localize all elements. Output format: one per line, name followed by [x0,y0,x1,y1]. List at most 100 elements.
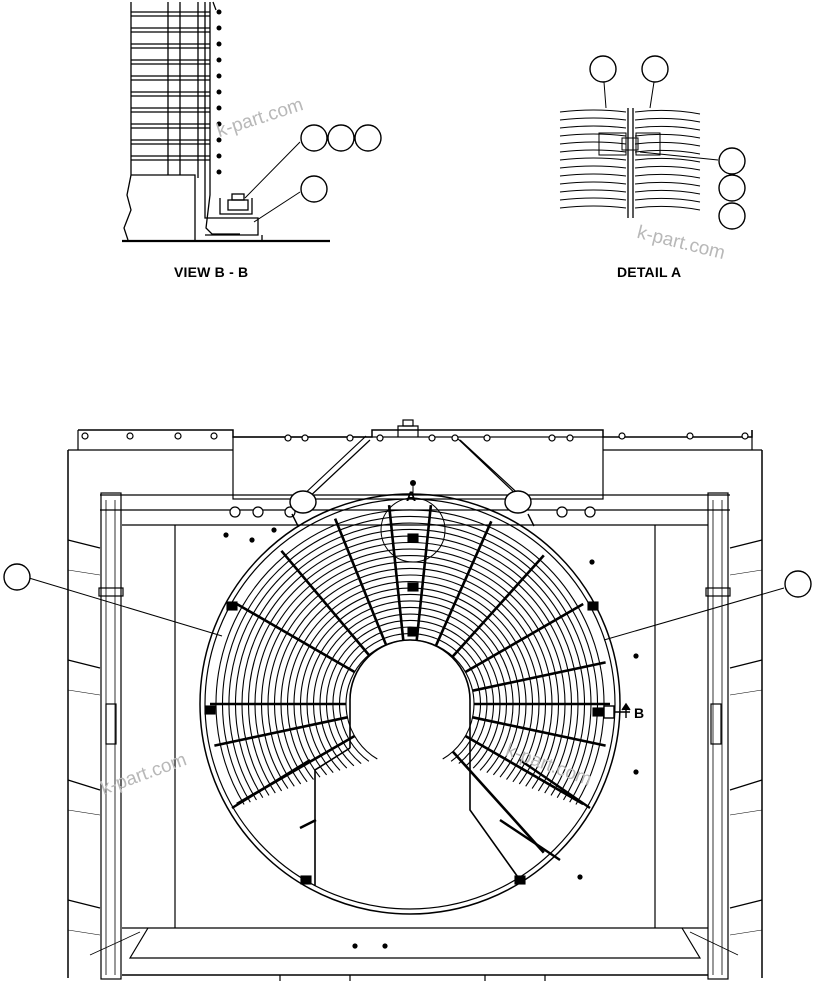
bolt-hole [252,506,264,518]
view-bb-section [122,1,330,243]
guard-ring [215,509,605,805]
fin-line [131,155,210,161]
ring-arc [559,205,627,209]
guard-ring [312,607,508,771]
rivet [352,943,358,949]
ring-arc [559,149,627,153]
coil-bead [216,9,222,15]
fin-line [131,123,210,129]
fan-guard-rings [204,497,610,886]
rivet [633,653,639,659]
rivet [271,527,277,533]
fin-line [131,59,210,65]
coil-bead [216,89,222,95]
ring-arc [634,117,701,123]
guard-spoke [519,759,591,809]
section-mark-b: B [596,702,644,721]
coil-bead [216,137,222,143]
guard-ring [286,580,534,780]
ring-arc [559,125,627,129]
guard-ring [325,619,495,767]
ring-arc [634,133,701,139]
bolt-hole [174,432,182,440]
bolt-hole [556,506,568,518]
bolt-hole [81,432,89,440]
coil-bead [216,169,222,175]
bolt-hole [229,506,241,518]
rivet [577,874,583,880]
bolt-hole [548,434,556,442]
guard-spoke [451,750,545,854]
callout-balloon [3,563,812,598]
bolt-hole [346,434,354,442]
ring-arc [559,165,627,169]
bolt-hole [428,434,436,442]
ring-arc [634,149,701,155]
coil-bead [216,41,222,47]
guard-ring [221,515,599,803]
guard-ring-segments [559,109,701,211]
leader-line [253,191,301,223]
guard-ring [254,548,566,792]
leader-line [244,141,301,199]
guard-spoke [434,520,493,647]
ring-arc [634,173,701,179]
bolt-hole [686,432,694,440]
ring-arc [559,141,627,145]
guard-spoke [464,602,584,674]
guard-spoke [499,819,561,861]
section-mark-a: A [406,480,416,504]
bolt-hole [584,506,596,518]
ring-arc [634,125,701,131]
coil-bead [216,57,222,63]
bolt-hole [566,434,574,442]
coil-bead [216,105,222,111]
guard-spoke [299,818,317,830]
ring-arc [559,189,627,193]
spoke-clamp [226,601,238,611]
guard-ring [339,633,481,762]
guard-ring [228,522,592,801]
leader-line [603,587,785,641]
bolt-hole [451,434,459,442]
leader-line [28,577,223,637]
fin-line [131,75,210,81]
guard-ring [306,600,514,773]
fin-line [131,91,210,97]
guard-ring [319,613,501,769]
bolt-hole [618,432,626,440]
ring-arc [634,165,701,171]
mounting-holes [81,432,749,949]
ring-arc [559,181,627,185]
bolt-hole [376,434,384,442]
rivet [589,559,595,565]
callout-balloon [589,55,746,230]
ring-arc [559,117,627,121]
coil-bead [216,153,222,159]
guard-spoke [464,734,584,806]
spoke-clamp [514,875,526,885]
guard-spoke [451,554,545,658]
bolt-hole [483,434,491,442]
ring-arc [559,197,627,201]
guard-spoke [472,716,606,747]
spoke-clamp [407,627,419,637]
fin-line [131,139,210,145]
guard-ring [345,639,475,760]
callout-balloon [300,124,382,203]
section-label-b: B [634,705,644,721]
guard-spoke [387,504,405,641]
spoke-clamp [204,705,216,715]
coil-bead [216,121,222,127]
fin-line [131,107,210,113]
bolt-hole [210,432,218,440]
ring-arc [634,181,701,187]
guard-spoke [472,661,606,692]
bolt-hole [741,432,749,440]
bolt-hole [284,434,292,442]
guard-ring-slats [131,11,210,161]
ring-arc [634,157,701,163]
ring-arc [559,173,627,177]
section-label-a: A [406,488,416,504]
